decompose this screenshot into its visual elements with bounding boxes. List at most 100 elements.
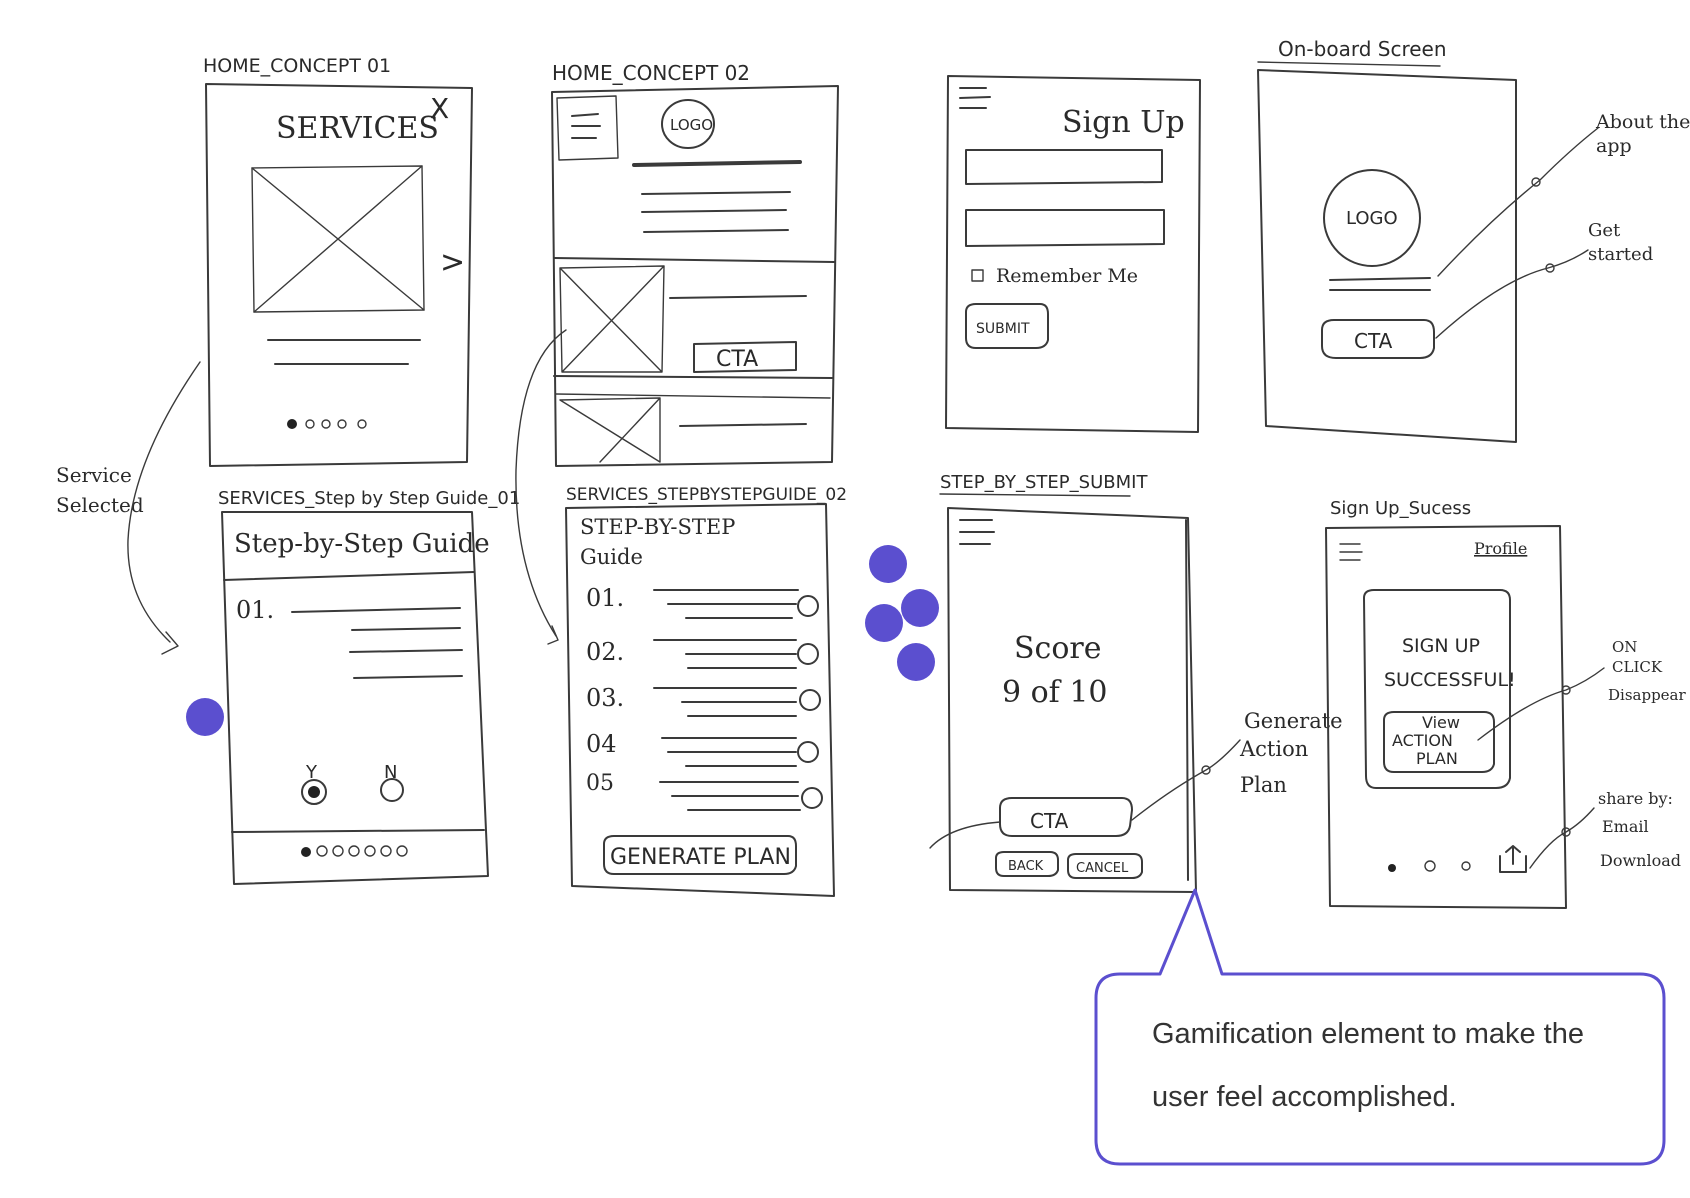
hamburger-menu-icon[interactable] — [1339, 543, 1363, 561]
connector-start — [1435, 249, 1589, 339]
cta-button[interactable] — [1321, 319, 1435, 359]
step-number: 01. — [586, 584, 624, 612]
marker-dot[interactable] — [865, 604, 903, 642]
header-divider — [223, 571, 475, 581]
step-item[interactable]: 04 — [586, 730, 819, 767]
title-underline — [939, 493, 1131, 497]
hamburger-menu-icon[interactable] — [959, 519, 995, 545]
headline-bar — [632, 160, 802, 167]
remember-me-checkbox[interactable] — [971, 269, 984, 282]
frame-step-guide-02: SERVICES_STEPBYSTEPGUIDE_02 STEP-BY-STEP… — [515, 329, 847, 897]
guide-heading: STEP-BY-STEP Guide — [580, 515, 742, 569]
phone-outline — [205, 83, 473, 467]
step-checkbox[interactable] — [797, 595, 819, 617]
cta-button[interactable] — [999, 797, 1133, 837]
note-about-app: About the app — [1595, 111, 1690, 157]
logo-circle — [661, 99, 715, 149]
phone-outline — [1257, 69, 1517, 443]
generate-plan-button[interactable] — [603, 835, 797, 875]
generate-plan-label: GENERATE PLAN — [610, 845, 791, 870]
step-lines — [653, 639, 797, 669]
remember-me-label: Remember Me — [996, 265, 1138, 287]
step-text-lines — [291, 607, 463, 679]
pagination-dots[interactable] — [301, 845, 408, 857]
menu-box — [556, 95, 619, 161]
text-lines — [641, 191, 791, 233]
phone-outline — [565, 503, 835, 897]
step-number: 03. — [586, 684, 624, 712]
profile-link[interactable]: Profile — [1474, 539, 1527, 558]
title-underline — [1257, 61, 1441, 67]
second-card — [555, 393, 831, 463]
service-selected-note: Service Selected — [56, 463, 144, 517]
cancel-button[interactable] — [1067, 853, 1143, 879]
second-card-text — [679, 423, 807, 427]
marker-dot[interactable] — [897, 643, 935, 681]
step-number: 02. — [586, 638, 624, 666]
card-image-placeholder — [559, 265, 665, 373]
step-checkbox[interactable] — [799, 689, 821, 711]
score-label: Score — [1014, 631, 1102, 666]
pagination-dots[interactable] — [287, 419, 367, 429]
frame-step-submit: STEP_BY_STEP_SUBMIT Score 9 of 10 CTA BA… — [929, 472, 1343, 893]
yes-radio[interactable] — [301, 779, 327, 805]
step-item[interactable]: 05 — [586, 771, 823, 811]
password-field[interactable] — [965, 209, 1165, 247]
close-icon[interactable]: X — [430, 92, 449, 125]
pagination-dots[interactable] — [1388, 860, 1471, 872]
frame-title: SERVICES_STEPBYSTEPGUIDE_02 — [566, 485, 847, 505]
connector-dot — [1561, 685, 1571, 695]
share-icon[interactable] — [1499, 845, 1527, 873]
frame-title: STEP_BY_STEP_SUBMIT — [940, 472, 1148, 493]
guide-heading: Step-by-Step Guide — [234, 529, 490, 559]
username-field[interactable] — [965, 149, 1163, 185]
step-lines — [659, 781, 801, 811]
note-get-started: Get started — [1588, 220, 1653, 265]
note-on-click-disappear: ON CLICK Disappear — [1608, 638, 1686, 704]
frame-title: On-board Screen — [1278, 37, 1447, 61]
view-action-plan-button[interactable] — [1383, 711, 1495, 773]
arrow-head — [547, 625, 559, 645]
submit-label: SUBMIT — [976, 321, 1030, 337]
back-button[interactable] — [995, 851, 1059, 877]
marker-dot[interactable] — [869, 545, 907, 583]
step-checkbox[interactable] — [801, 787, 823, 809]
chevron-right-icon[interactable]: > — [440, 245, 465, 280]
callout-bubble — [1094, 888, 1666, 1166]
connector-dot — [1531, 177, 1541, 187]
text-lines — [267, 339, 421, 365]
card-dividers — [553, 257, 835, 379]
step-item[interactable]: 01. — [586, 584, 819, 619]
logo-circle — [1323, 169, 1421, 267]
sign-up-heading: Sign Up — [1062, 105, 1185, 140]
step-checkbox[interactable] — [797, 741, 819, 763]
card-text-line — [669, 295, 807, 299]
cta-connector-left — [929, 821, 1001, 849]
hamburger-menu-icon[interactable] — [959, 87, 991, 109]
success-modal — [1363, 589, 1511, 789]
cta-label: CTA — [716, 347, 758, 372]
back-label: BACK — [1008, 859, 1044, 874]
view-action-plan-label: View ACTION PLAN — [1392, 713, 1465, 768]
footer-divider — [231, 829, 485, 833]
gamification-callout: Gamification element to make the user fe… — [1094, 888, 1666, 1166]
marker-dot[interactable] — [901, 589, 939, 627]
annotation-markers — [186, 545, 939, 736]
frame-title: HOME_CONCEPT 02 — [552, 61, 750, 85]
cta-label: CTA — [1030, 809, 1069, 833]
step-checkbox[interactable] — [797, 643, 819, 665]
success-message: SIGN UP SUCCESSFUL! — [1384, 635, 1516, 691]
cta-button[interactable] — [693, 341, 797, 373]
marker-dot[interactable] — [186, 698, 224, 736]
frame-title: SERVICES_Step by Step Guide_01 — [218, 488, 520, 509]
step-item[interactable]: 03. — [586, 684, 821, 717]
text-lines — [1329, 277, 1431, 291]
submit-button[interactable] — [965, 303, 1049, 349]
step-lines — [653, 589, 799, 619]
step-item[interactable]: 02. — [586, 638, 819, 669]
no-radio[interactable] — [380, 778, 404, 802]
connector-dot — [1561, 827, 1571, 837]
hamburger-menu-icon[interactable] — [571, 113, 601, 139]
step-number: 04 — [586, 730, 617, 758]
